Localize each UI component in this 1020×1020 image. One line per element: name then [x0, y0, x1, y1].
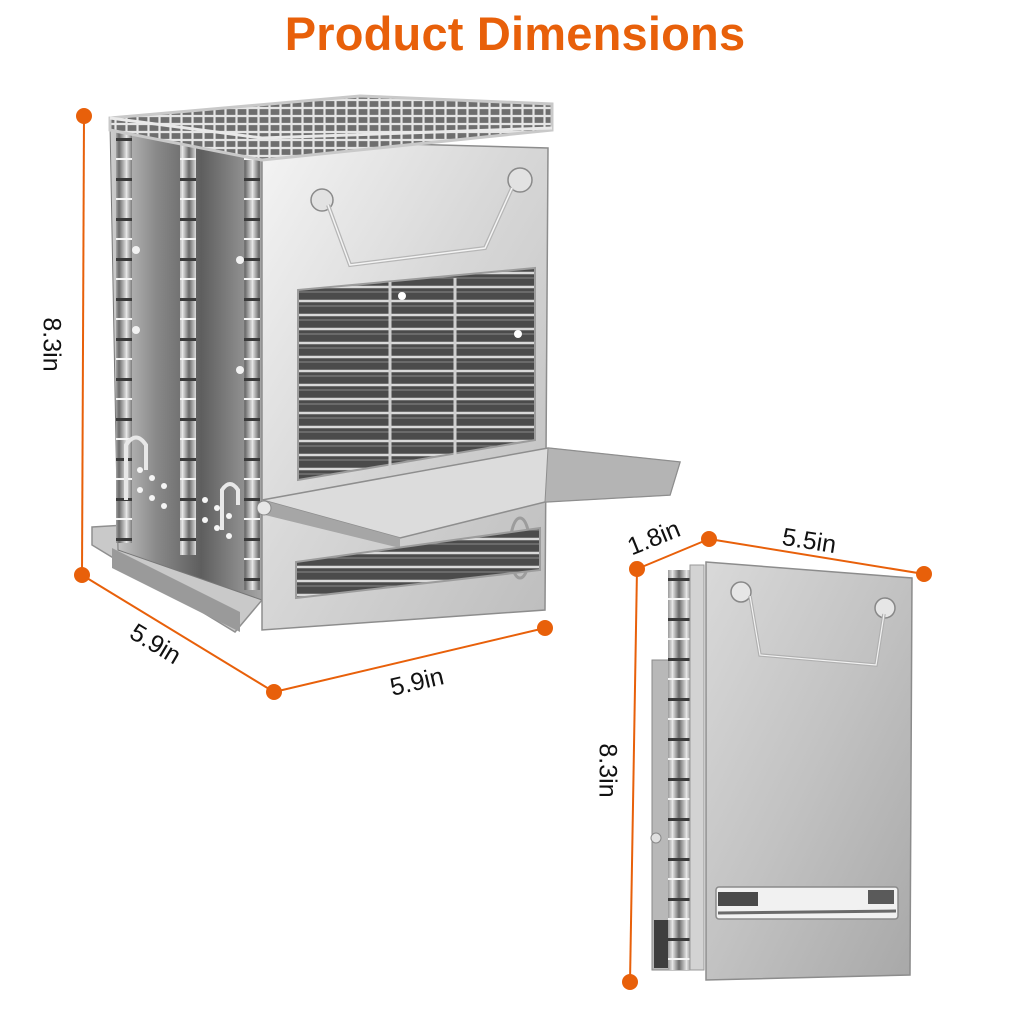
page-title: Product Dimensions: [284, 7, 746, 60]
folded-front-panel: [705, 561, 913, 981]
dimension-endpoints: [74, 108, 932, 990]
assembled-height-label: 8.3in: [37, 317, 66, 372]
dimension-lines: [81, 115, 925, 983]
lower-vent: [295, 526, 541, 600]
grill-grate: [108, 94, 554, 162]
folded-stove-image: [650, 561, 913, 981]
assembled-stove-image: [91, 94, 681, 633]
fire-window: [297, 266, 536, 482]
folded-height-label: 8.3in: [593, 743, 622, 798]
